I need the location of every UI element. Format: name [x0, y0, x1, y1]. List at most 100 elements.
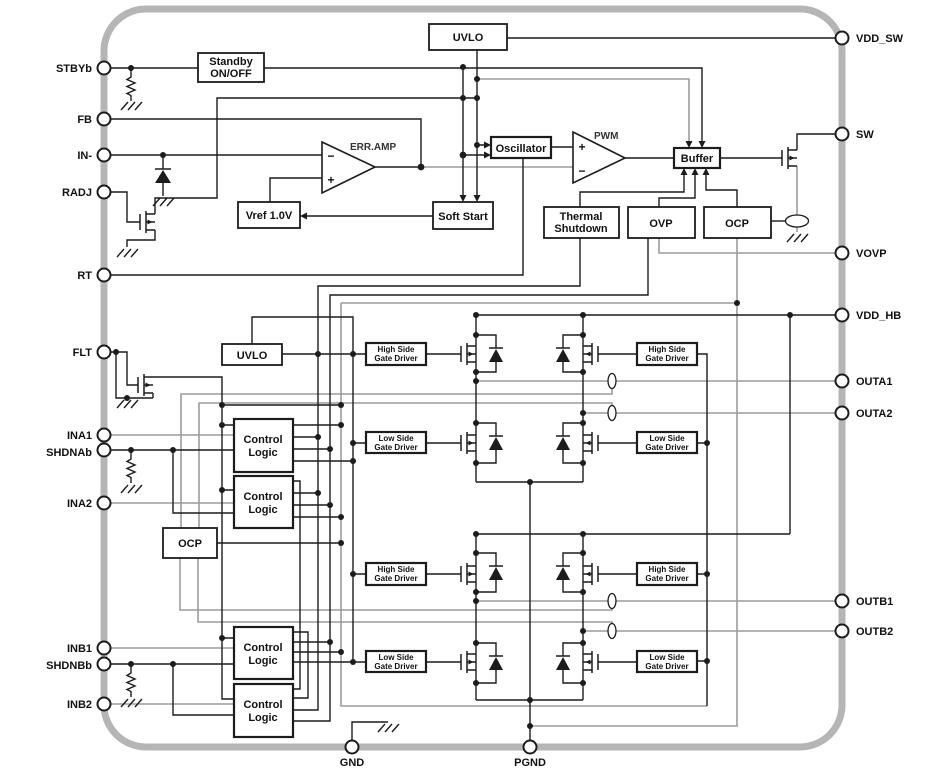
pin-in-minus: [96, 147, 112, 163]
shdnbb-resistor-icon: [126, 670, 136, 694]
pin-label-outb1: OUTB1: [856, 596, 893, 608]
wire-ovp-bundle: [293, 238, 649, 722]
wire-ts-bundle: [293, 238, 581, 711]
outa1-sense-loop-icon: [607, 372, 617, 390]
hs-a-right-label-2: Gate Driver: [645, 354, 688, 363]
wire-cla1-out: [293, 424, 353, 462]
bridge-b-ls-right-mosfet-icon: [582, 650, 599, 674]
hs-b-right-label-1: High Side: [649, 565, 686, 574]
control-logic-b2-label-1: Control: [243, 699, 282, 711]
block-ls-driver-b-left: Low Side Gate Driver: [364, 649, 428, 674]
pin-outb1: [834, 593, 850, 609]
block-hs-driver-b-left: High Side Gate Driver: [364, 561, 428, 587]
block-vref: Vref 1.0V: [237, 201, 301, 229]
pins-bottom: GND PGND: [340, 739, 546, 769]
pin-flt: [96, 344, 112, 360]
pin-label-gnd: GND: [340, 757, 365, 769]
ls-b-left-label-1: Low Side: [378, 653, 414, 662]
pin-label-inb1: INB1: [67, 643, 92, 655]
wire-ocp-buffer: [705, 175, 738, 207]
wire-flt: [103, 351, 234, 700]
ls-a-left-label-1: Low Side: [378, 434, 414, 443]
wire-bridge-a: [475, 314, 836, 483]
pin-radj: [96, 184, 112, 200]
uvlo-mid-label: UVLO: [237, 350, 268, 362]
pin-vdd-hb: [834, 307, 850, 323]
pin-fb: [96, 111, 112, 127]
ls-a-right-label-1: Low Side: [649, 434, 685, 443]
block-control-logic-b1: Control Logic: [232, 625, 295, 681]
pin-rt: [96, 267, 112, 283]
block-err-amp: − + ERR.AMP: [321, 140, 396, 195]
block-thermal-shutdown: Thermal Shutdown: [543, 206, 620, 239]
ls-b-left-label-2: Gate Driver: [374, 662, 417, 671]
wire-cla2-out: [293, 480, 341, 690]
wire-ovp-buffer: [658, 175, 696, 207]
pin-label-shdnab: SHDNAb: [46, 447, 92, 459]
pin-outb2: [834, 623, 850, 639]
block-control-logic-b2: Control Logic: [232, 682, 295, 739]
pin-inb2: [96, 696, 112, 712]
ocp-sense-loop-icon: [784, 214, 810, 228]
block-oscillator: Oscillator: [489, 135, 553, 160]
pin-outa2: [834, 405, 850, 421]
zener-diode-icon: [155, 170, 171, 183]
pin-label-vdd-sw: VDD_SW: [856, 33, 904, 45]
hs-b-left-label-1: High Side: [378, 565, 415, 574]
pin-ina1: [96, 427, 112, 443]
pwm-plus: +: [578, 140, 585, 154]
pin-vovp: [834, 245, 850, 261]
err-amp-label: ERR.AMP: [350, 142, 396, 153]
hs-a-left-label-2: Gate Driver: [374, 354, 417, 363]
pin-label-shdnbb: SHDNBb: [46, 660, 92, 672]
wire-vovp-ovp: [658, 238, 836, 254]
pin-pgnd: [522, 739, 538, 755]
outa2-sense-loop-icon: [607, 404, 617, 422]
ground-icon: [116, 399, 139, 409]
pin-stbyb: [96, 60, 112, 76]
wire-osc-in: [463, 144, 484, 156]
bridge-b-hs-right-mosfet-icon: [582, 562, 599, 586]
pin-shdnab: [96, 442, 112, 458]
uvlo-top-label: UVLO: [453, 32, 484, 44]
pin-outa1: [834, 373, 850, 389]
pin-label-flt: FLT: [73, 347, 93, 359]
block-pwm: + − PWM: [572, 130, 627, 185]
gray-wires: [103, 78, 836, 727]
pin-label-ina2: INA2: [67, 498, 92, 510]
stbyb-resistor-icon: [126, 74, 136, 98]
hs-b-left-label-2: Gate Driver: [374, 574, 417, 583]
wire-stbyb: [103, 67, 703, 141]
block-uvlo-mid: UVLO: [221, 343, 283, 366]
block-control-logic-a1: Control Logic: [232, 417, 295, 474]
wire-gates-right: [598, 353, 637, 663]
ls-b-right-label-1: Low Side: [649, 653, 685, 662]
block-buffer: Buffer: [672, 146, 722, 170]
wire-bundle-gray: [340, 303, 707, 707]
ls-b-right-label-2: Gate Driver: [645, 662, 688, 671]
control-logic-b1-label-2: Logic: [248, 655, 277, 667]
arrowheads: [300, 141, 710, 220]
control-logic-a1-label-2: Logic: [248, 447, 277, 459]
blocks: UVLO Standby ON/OFF Oscillator − + ERR.A…: [162, 23, 772, 739]
soft-start-label: Soft Start: [438, 211, 488, 223]
wire-cl-taps: [222, 424, 234, 639]
wire-right-driver-common: [697, 353, 708, 706]
ls-a-left-label-2: Gate Driver: [374, 443, 417, 452]
wire-uvlo-buffer: [477, 78, 690, 141]
pin-sw: [834, 126, 850, 142]
pin-label-sw: SW: [856, 129, 874, 141]
bridge-b-hs-left-mosfet-icon: [460, 562, 477, 586]
vref-label: Vref 1.0V: [246, 210, 293, 222]
block-ls-driver-b-right: Low Side Gate Driver: [635, 649, 699, 674]
pin-label-outa1: OUTA1: [856, 376, 892, 388]
block-ocp-top: OCP: [703, 206, 772, 239]
wire-ocp-pgnd: [530, 238, 738, 727]
ocp-left-label: OCP: [178, 538, 202, 550]
thermal-label-2: Shutdown: [554, 223, 607, 235]
wire-sense-a2: [198, 402, 613, 528]
wire-sense-a1: [180, 388, 613, 528]
wire-gnd: [351, 721, 388, 741]
